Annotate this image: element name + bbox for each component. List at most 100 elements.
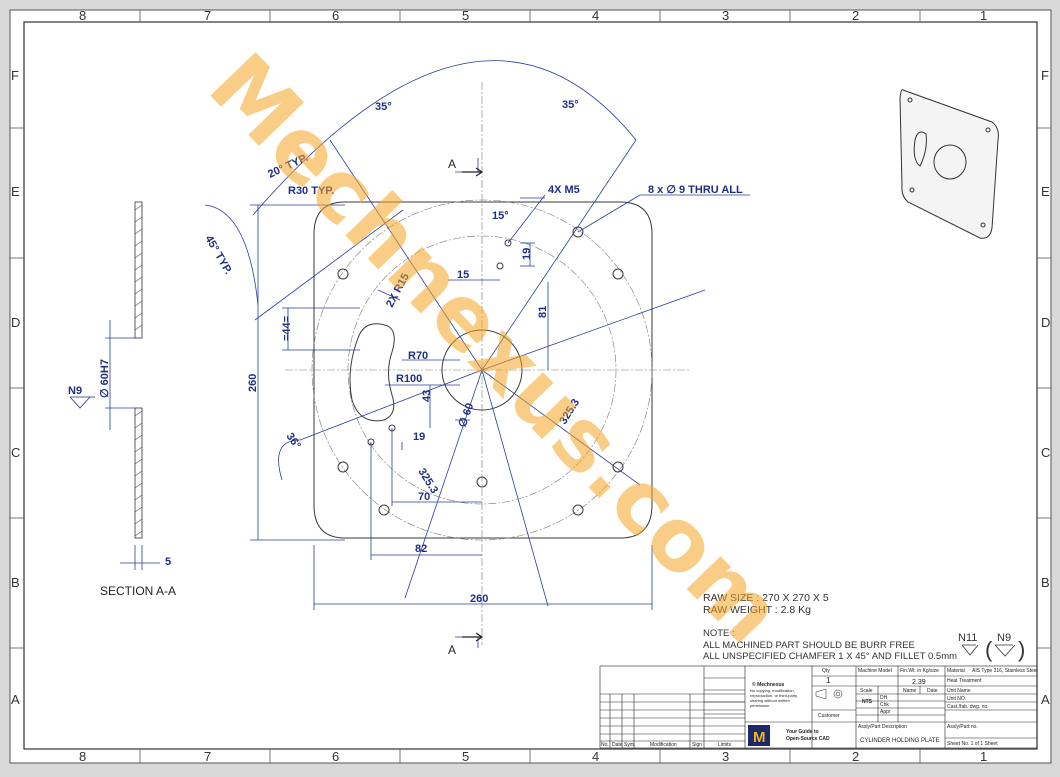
- copyright-title: © Mechnexus: [752, 681, 785, 688]
- note-1: ALL MACHINED PART SHOULD BE BURR FREE: [703, 640, 915, 651]
- col-label: 7: [204, 8, 211, 23]
- isometric-view: [899, 89, 999, 239]
- col-label: 6: [332, 749, 339, 764]
- material-label: Material: [947, 668, 965, 674]
- col-label: 2: [852, 749, 859, 764]
- col-label: 4: [592, 749, 599, 764]
- row-label: A: [11, 692, 20, 707]
- scale-label: Scale: [860, 688, 873, 694]
- col-label: 1: [980, 749, 987, 764]
- finish-n11: N11: [958, 632, 977, 644]
- dim-19a: 19: [521, 248, 533, 260]
- dim-r100: R100: [396, 373, 422, 385]
- svg-text:): ): [1018, 637, 1025, 662]
- cut-arrow-top: [462, 167, 484, 177]
- bolt-hole: [337, 268, 349, 280]
- dim-tap: 4X M5: [548, 184, 580, 196]
- fin-wt-value: 2.39: [912, 679, 926, 686]
- copyright-text: No copying, modification, reproduction, …: [750, 688, 798, 708]
- logo-box: [748, 725, 770, 746]
- cut-label-top: A: [448, 157, 456, 171]
- row-label: E: [11, 184, 20, 199]
- row-label: A: [1041, 692, 1050, 707]
- projection-icon: [815, 688, 843, 700]
- col-label: 3: [722, 749, 729, 764]
- dh-label: DH: [880, 695, 888, 701]
- col-label: 7: [204, 749, 211, 764]
- rev-header: Sym.: [624, 742, 635, 748]
- tapped-hole: [496, 262, 504, 270]
- dim-15: 15: [457, 269, 469, 281]
- paper: [9, 9, 1052, 764]
- assy-desc-label: Assly/Part Description: [858, 724, 907, 730]
- section-view: N9 ∅ 60H7 5 SECTION A-A: [68, 201, 176, 598]
- fin-wt-label: Fin.Wt. in Kg/size: [900, 668, 939, 674]
- row-label: D: [11, 315, 20, 330]
- note-title: NOTE :: [703, 628, 735, 639]
- dim-angle-left: 35°: [375, 101, 392, 113]
- logo-icon: M: [753, 729, 766, 746]
- col-label: 5: [462, 8, 469, 23]
- scale-value: NTS: [862, 699, 873, 705]
- section-label: SECTION A-A: [100, 584, 176, 598]
- rev-header: No.: [601, 742, 609, 748]
- rev-header: Sign: [692, 742, 702, 748]
- col-label: 4: [592, 8, 599, 23]
- dim-angle-right: 35°: [562, 99, 579, 111]
- chk-label: Chk: [880, 702, 889, 708]
- cast-label: Cast./fab. dwg. no.: [947, 704, 989, 710]
- appr-label: Appr: [880, 709, 891, 715]
- section-thickness: 5: [165, 556, 171, 568]
- date-header: Date: [927, 688, 938, 694]
- section-hatch: [134, 204, 143, 537]
- svg-text:(: (: [985, 637, 993, 662]
- col-label: 8: [79, 749, 86, 764]
- row-label: F: [11, 68, 19, 83]
- bolt-hole: [612, 461, 624, 473]
- heat-label: Heat Treatment: [947, 678, 982, 684]
- dim-19b: 19: [413, 431, 425, 443]
- dim-81: 81: [537, 306, 549, 318]
- dim-82: 82: [415, 543, 427, 555]
- finish-n9: N9: [997, 632, 1011, 644]
- col-label: 5: [462, 749, 469, 764]
- material-value: AIS Type 316, Stainless Steel: [972, 668, 1038, 674]
- row-label: B: [1041, 575, 1050, 590]
- dim-eq44: =44=: [281, 316, 293, 341]
- tagline-1: Your Guide to: [786, 729, 819, 735]
- cut-label-bottom: A: [448, 643, 456, 657]
- qty-value: 1: [826, 676, 831, 685]
- sheet-no: Sheet No. 1 of 1 Sheet: [947, 741, 998, 747]
- rev-header: Modification: [650, 742, 677, 748]
- column-labels-top: 8 7 6 5 4 3 2 1: [79, 8, 987, 23]
- row-label: E: [1041, 184, 1050, 199]
- section-bore: ∅ 60H7: [99, 359, 111, 398]
- customer-label: Customer: [818, 713, 840, 719]
- border: [23, 21, 1038, 750]
- dim-70: 70: [418, 491, 430, 503]
- rev-header: Date: [612, 742, 623, 748]
- row-label: D: [1041, 315, 1050, 330]
- tapped-hole: [504, 239, 512, 247]
- section-cut-marks: A A: [448, 157, 484, 657]
- dim-holes: 8 x ∅ 9 THRU ALL: [648, 184, 743, 196]
- raw-weight: RAW WEIGHT : 2.8 Kg: [703, 604, 811, 616]
- rev-header: Limits: [718, 742, 732, 748]
- dim-15deg: 15°: [492, 210, 509, 222]
- row-labels-right: F E D C B A: [1041, 68, 1050, 707]
- notes: RAW SIZE : 270 X 270 X 5 RAW WEIGHT : 2.…: [703, 592, 1025, 662]
- row-label: B: [11, 575, 20, 590]
- row-label: F: [1041, 68, 1049, 83]
- col-label: 8: [79, 8, 86, 23]
- col-label: 1: [980, 8, 987, 23]
- kidney-slot: [349, 323, 395, 422]
- row-label: C: [1041, 445, 1050, 460]
- dim-43: 43: [421, 390, 433, 402]
- name-header: Name: [903, 688, 917, 694]
- qty-label: Qty: [822, 668, 830, 674]
- col-label: 3: [722, 8, 729, 23]
- dim-r70: R70: [408, 350, 428, 362]
- col-label: 6: [332, 8, 339, 23]
